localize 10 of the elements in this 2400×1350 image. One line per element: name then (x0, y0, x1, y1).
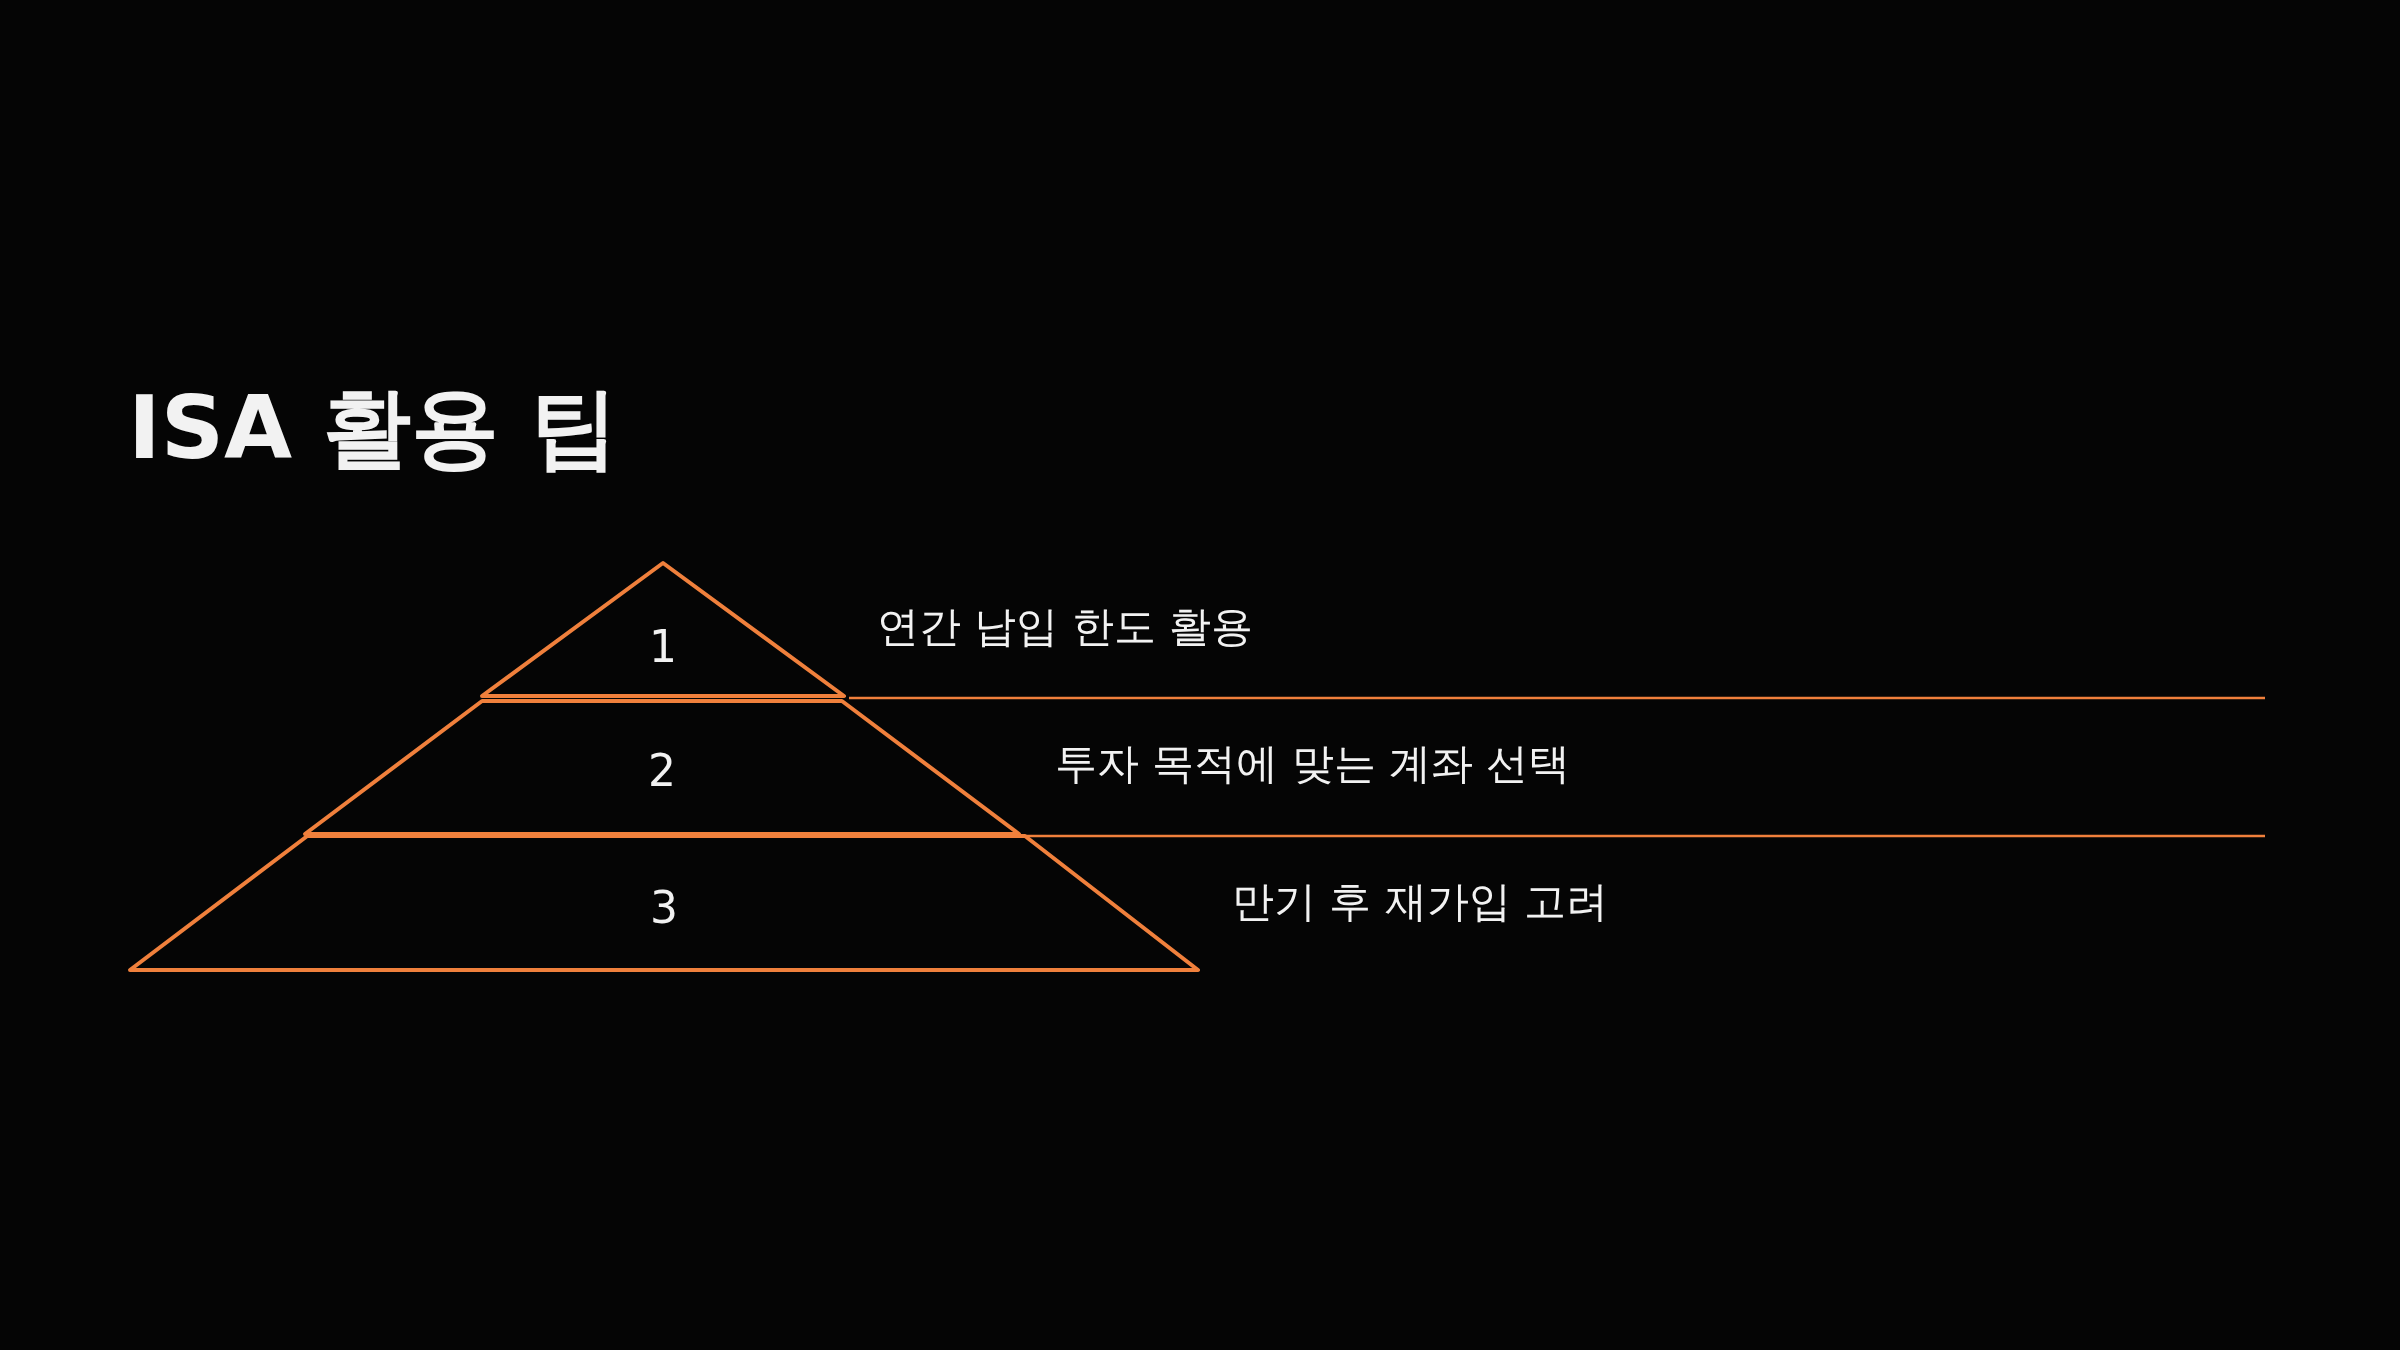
pyramid-level (130, 836, 1198, 970)
pyramid-level (305, 701, 1019, 834)
level-number: 2 (647, 749, 677, 793)
level-number: 1 (648, 625, 678, 669)
tip-text: 투자 목적에 맞는 계좌 선택 (1055, 739, 1571, 790)
tip-text: 만기 후 재가입 고려 (1232, 877, 1609, 928)
pyramid-level (482, 563, 844, 696)
level-number: 3 (649, 886, 679, 930)
title: ISA 활용 팁 (128, 380, 618, 477)
tip-text: 연간 납입 한도 활용 (877, 602, 1254, 653)
